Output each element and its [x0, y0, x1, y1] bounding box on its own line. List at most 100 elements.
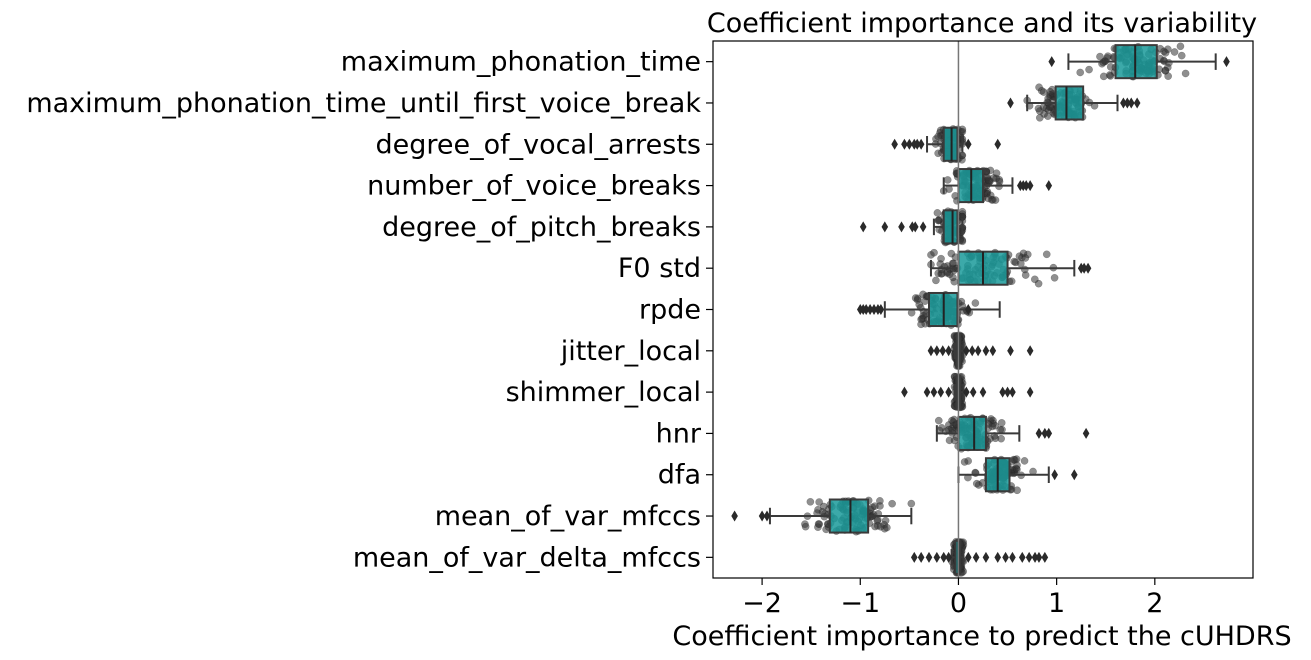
outlier-point: [891, 138, 898, 150]
y-tick-label: dfa: [658, 460, 701, 491]
y-tick-label: degree_of_vocal_arrests: [375, 129, 701, 160]
outlier-point: [1048, 56, 1056, 68]
strip-point: [1009, 455, 1018, 464]
box-iqr: [828, 498, 870, 534]
strip-point: [1039, 88, 1048, 96]
strip-point: [934, 216, 943, 225]
outlier-point: [940, 551, 948, 563]
strip-point: [1013, 465, 1021, 474]
x-axis-label: Coefficient importance to predict the cU…: [672, 621, 1291, 652]
outlier-point: [1223, 56, 1230, 68]
boxes-layer: [731, 44, 1230, 575]
outlier-point: [1004, 386, 1011, 398]
outlier-point: [1127, 97, 1135, 109]
outlier-point: [1045, 427, 1053, 439]
outlier-point: [898, 221, 905, 233]
strip-point: [815, 498, 824, 506]
strip-point: [937, 254, 945, 263]
strip-point: [1085, 65, 1093, 74]
y-tick-label: mean_of_var_delta_mfccs: [353, 542, 701, 573]
outlier-point: [964, 551, 972, 563]
outlier-point: [1007, 97, 1014, 109]
outlier-point: [1080, 262, 1088, 274]
strip-point: [1030, 275, 1039, 284]
outlier-point: [1124, 97, 1131, 109]
strip-point: [1176, 42, 1185, 51]
box-iqr: [942, 209, 959, 245]
strip-point: [1050, 273, 1059, 282]
outlier-point: [1002, 551, 1009, 563]
outlier-point: [939, 345, 947, 357]
y-tick-label: jitter_local: [560, 336, 701, 367]
strip-point: [1163, 45, 1172, 54]
outlier-point: [910, 551, 918, 563]
outlier-point: [1035, 427, 1043, 439]
outlier-point: [758, 510, 766, 522]
y-tick-label: hnr: [656, 418, 702, 449]
strip-point: [930, 248, 938, 257]
outlier-point: [923, 386, 931, 398]
outlier-point: [930, 386, 938, 398]
strip-point: [1096, 52, 1104, 61]
outlier-point: [1026, 180, 1034, 192]
strip-point: [1044, 112, 1052, 121]
y-tick-label: maximum_phonation_time: [341, 47, 701, 78]
outlier-point: [982, 345, 990, 357]
strip-point: [917, 315, 925, 324]
outlier-point: [925, 551, 933, 563]
strip-point: [1076, 68, 1085, 77]
strip-point: [921, 297, 929, 306]
y-tick-label: shimmer_local: [506, 377, 701, 408]
outlier-point: [901, 138, 908, 150]
outlier-point: [1045, 180, 1053, 192]
strip-point: [933, 209, 942, 217]
outlier-point: [982, 551, 990, 563]
outlier-point: [933, 345, 941, 357]
outlier-point: [901, 386, 908, 398]
outlier-point: [1041, 551, 1049, 563]
strip-point: [934, 132, 942, 141]
strip-point: [991, 196, 1000, 204]
strip-point: [958, 151, 966, 160]
strip-point: [945, 185, 953, 193]
outlier-point: [999, 386, 1006, 398]
strip-point: [1035, 83, 1043, 92]
outlier-point: [906, 138, 913, 150]
strip-point: [1020, 457, 1029, 465]
outlier-point: [933, 551, 941, 563]
outlier-point: [913, 138, 921, 150]
outlier-point: [974, 345, 982, 357]
strip-point: [964, 457, 973, 465]
strip-point: [992, 169, 1001, 178]
outlier-point: [877, 304, 885, 315]
outlier-point: [881, 221, 889, 233]
outlier-point: [862, 304, 870, 315]
strip-point: [947, 249, 956, 258]
outlier-point: [1082, 427, 1090, 439]
x-tick-label: −2: [742, 588, 782, 619]
x-tick-label: 0: [950, 588, 967, 619]
outlier-point: [927, 345, 935, 357]
outlier-point: [1041, 427, 1049, 439]
strip-point: [1007, 277, 1016, 286]
strip-point: [943, 176, 952, 184]
strip-point: [907, 499, 916, 508]
outlier-point: [994, 551, 1002, 563]
strip-point: [911, 294, 920, 302]
outlier-point: [866, 304, 874, 315]
strip-point: [932, 276, 940, 285]
strip-point: [876, 522, 885, 531]
x-tick-label: 2: [1146, 588, 1163, 619]
outlier-point: [937, 386, 945, 398]
strip-point: [1035, 113, 1044, 122]
outlier-point: [964, 304, 972, 315]
outlier-point: [917, 138, 925, 150]
strip-point: [1010, 257, 1019, 266]
strip-point: [985, 176, 993, 185]
outlier-point: [972, 551, 980, 563]
y-tick-label: mean_of_var_mfccs: [435, 501, 701, 532]
outlier-point: [1035, 551, 1043, 563]
outlier-point: [964, 138, 972, 150]
